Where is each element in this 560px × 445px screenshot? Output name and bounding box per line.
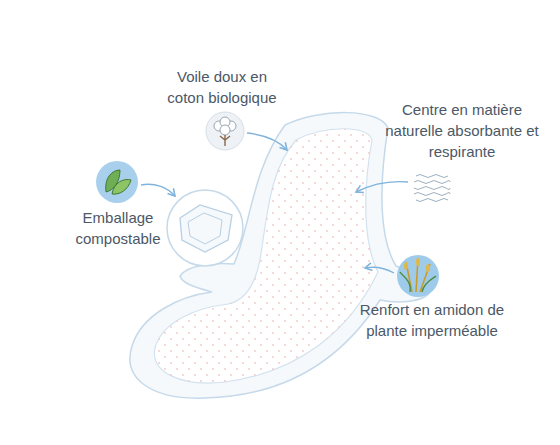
plant-grains [404, 258, 430, 272]
zoom-circle [167, 190, 243, 266]
leaf-right [112, 180, 131, 195]
callout-label: Centre en matière naturelle absorbante e… [382, 99, 542, 162]
leaf-icon [96, 161, 138, 203]
plant-leaves [400, 272, 436, 292]
cotton-stem [220, 135, 230, 146]
pad-dots [154, 129, 378, 383]
pad-outline [130, 113, 430, 399]
callout-label: Emballage compostable [66, 207, 170, 249]
package-icon [180, 205, 232, 252]
callout-label: Voile doux en coton biologique [158, 66, 286, 108]
cotton-icon [206, 112, 244, 150]
texture-icon [412, 167, 452, 207]
plant-icon [397, 255, 439, 297]
callout-label: Renfort en amidon de plante imperméable [353, 299, 511, 341]
package-inner [188, 213, 222, 244]
pad-core [154, 129, 378, 383]
cotton-flower [214, 117, 236, 135]
leader-lines [141, 133, 408, 273]
texture-waves [414, 175, 450, 202]
